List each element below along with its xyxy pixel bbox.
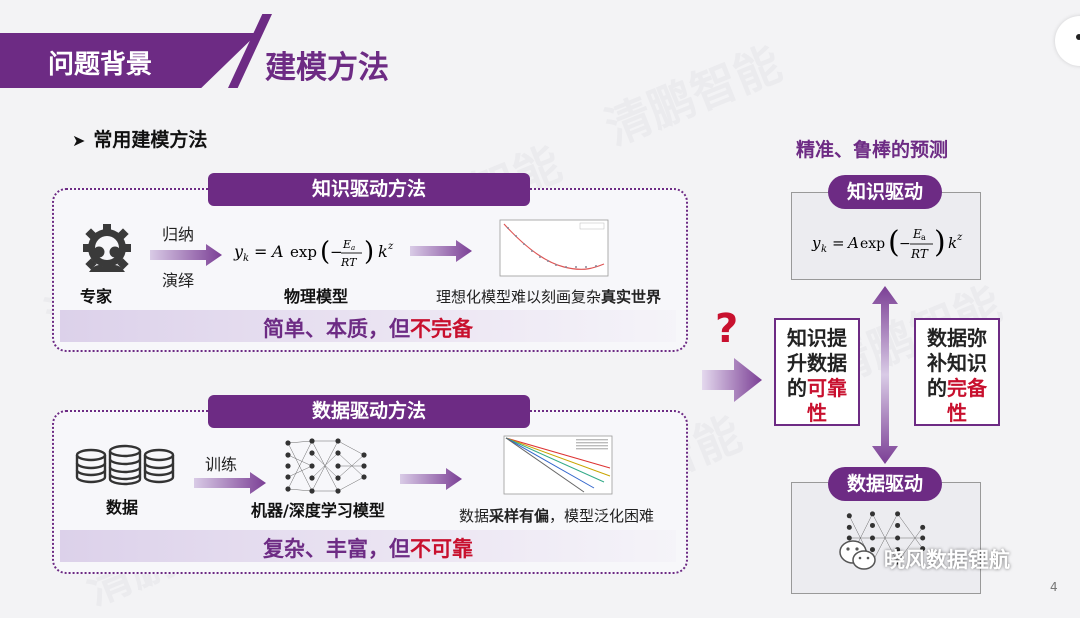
svg-text:exp: exp — [290, 243, 317, 261]
knowledge-box-line: 的可靠 — [776, 376, 858, 401]
neural-network-icon — [285, 438, 367, 494]
database-icon — [75, 444, 175, 486]
expert-gear-people-icon — [83, 224, 131, 272]
svg-text:): ) — [364, 237, 374, 267]
data-complements-knowledge-box: 数据弥 补知识 的完备 性 — [914, 318, 1000, 426]
train-label: 训练 — [205, 455, 238, 474]
knowledge-box-line: 性 — [807, 401, 827, 425]
ml-model-label: 机器/深度学习模型 — [251, 501, 385, 520]
section-title-text: 常用建模方法 — [93, 129, 208, 151]
data-method-title: 数据驱动方法 — [208, 395, 530, 428]
svg-text:z: z — [387, 241, 394, 252]
data-summary-text: 复杂、丰富，但 — [263, 537, 410, 561]
right-arrow-icon — [194, 472, 266, 494]
svg-text:A: A — [270, 242, 284, 261]
svg-text:RT: RT — [910, 247, 929, 261]
svg-text:−: − — [899, 236, 911, 252]
right-arrow-icon — [150, 244, 222, 266]
data-box-line: 数据弥 — [927, 326, 987, 350]
data-box-line: 性 — [947, 401, 967, 425]
knowledge-caption-bold: 真实世界 — [601, 288, 662, 306]
induce-label: 归纳 — [162, 225, 195, 244]
svg-text:=: = — [832, 234, 845, 252]
prediction-lines-thumbnail — [503, 435, 613, 495]
knowledge-box-line: 知识提 — [787, 326, 847, 350]
data-box-text: 的 — [927, 376, 947, 400]
menu-dot-icon — [1076, 34, 1080, 40]
svg-text:k: k — [948, 234, 957, 252]
knowledge-summary: 简单、本质，但不完备 — [60, 313, 676, 343]
data-caption-text-post: ，模型泛化困难 — [549, 507, 655, 525]
big-right-arrow-icon — [702, 358, 762, 402]
data-summary-red: 不可靠 — [410, 537, 473, 561]
svg-text:−: − — [330, 243, 343, 261]
svg-text:z: z — [956, 232, 963, 243]
section-heading: ➤ 常用建模方法 — [72, 125, 207, 152]
data-box-line: 的完备 — [916, 376, 998, 401]
svg-text:k: k — [821, 244, 827, 255]
page-number: 4 — [1050, 580, 1058, 594]
svg-text:): ) — [934, 225, 946, 260]
right-arrow-icon — [410, 240, 472, 262]
data-label: 数据 — [106, 498, 139, 517]
svg-text:k: k — [378, 242, 388, 261]
knowledge-summary-bar — [60, 310, 676, 342]
svg-text:(: ( — [888, 225, 900, 260]
knowledge-caption-text: 理想化模型难以刻画复杂 — [436, 288, 602, 306]
knowledge-box-red: 可靠 — [807, 376, 847, 400]
page-title: 建模方法 — [265, 50, 389, 86]
data-caption-text: 数据 — [459, 507, 490, 525]
knowledge-summary-red: 不完备 — [410, 317, 473, 341]
data-driven-pill: 数据驱动 — [828, 467, 942, 501]
knowledge-box-text: 的 — [787, 376, 807, 400]
svg-text:y: y — [811, 234, 821, 252]
svg-text:RT: RT — [340, 256, 358, 269]
arrhenius-formula: y k = A exp ( − E a RT ) k z — [233, 237, 394, 269]
knowledge-summary-text: 简单、本质，但 — [263, 317, 410, 341]
svg-text:a: a — [921, 233, 926, 242]
physical-model-label: 物理模型 — [284, 287, 349, 306]
svg-text:a: a — [351, 244, 355, 252]
deduce-label: 演绎 — [162, 271, 195, 290]
knowledge-improves-data-box: 知识提 升数据 的可靠 性 — [774, 318, 860, 426]
footer-watermark: 晓风数据锂航 — [884, 548, 1010, 572]
data-caption-bold: 采样有偏 — [489, 507, 550, 525]
svg-text:E: E — [912, 227, 922, 241]
header-category: 问题背景 — [48, 50, 153, 80]
svg-text:(: ( — [320, 237, 330, 267]
right-arrow-icon — [400, 468, 462, 490]
expert-label: 专家 — [80, 287, 113, 306]
degradation-curve-thumbnail — [499, 219, 609, 277]
bullet-arrow-icon: ➤ — [72, 131, 86, 150]
bidirectional-arrow-icon — [872, 286, 898, 464]
data-caption: 数据采样有偏，模型泛化困难 — [459, 505, 654, 526]
data-box-line: 补知识 — [927, 351, 987, 375]
svg-text:E: E — [342, 238, 351, 251]
watermark-text: 清鹏智能 — [597, 36, 789, 156]
knowledge-driven-pill: 知识驱动 — [828, 175, 942, 209]
data-summary: 复杂、丰富，但不可靠 — [60, 533, 676, 563]
prediction-title: 精准、鲁棒的预测 — [796, 139, 949, 161]
floating-menu-button[interactable] — [1055, 16, 1080, 66]
question-mark: ? — [715, 306, 739, 352]
svg-text:k: k — [243, 253, 249, 264]
neural-network-icon — [846, 511, 926, 565]
knowledge-caption: 理想化模型难以刻画复杂真实世界 — [436, 286, 661, 307]
data-summary-bar — [60, 530, 676, 562]
svg-text:y: y — [233, 242, 244, 261]
right-formula: y k = A exp ( − E a RT ) k z — [811, 225, 963, 261]
svg-text:exp: exp — [860, 236, 885, 252]
data-box-red: 完备 — [947, 376, 987, 400]
knowledge-method-title: 知识驱动方法 — [208, 173, 530, 206]
svg-text:A: A — [846, 234, 859, 252]
knowledge-box-line: 升数据 — [787, 351, 847, 375]
svg-text:=: = — [254, 242, 267, 261]
wechat-icon — [839, 540, 876, 570]
